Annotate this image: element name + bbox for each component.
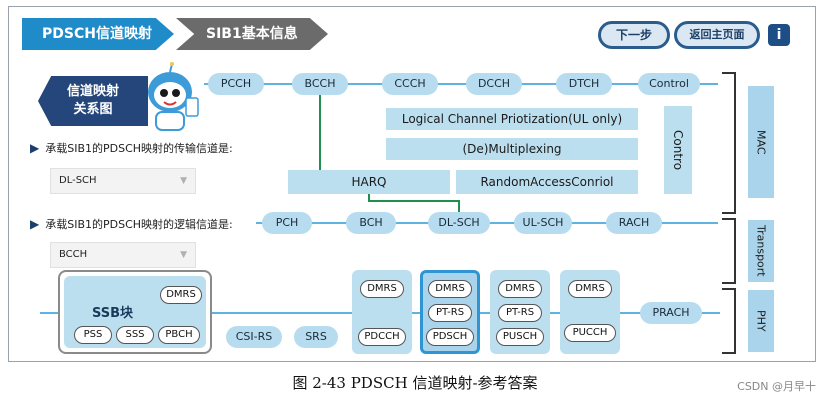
logical-channel-ccch: CCCH	[382, 73, 438, 95]
ssb-pbch-chip: PBCH	[158, 326, 200, 344]
pucch-dmrs-chip: DMRS	[568, 280, 612, 298]
badge-line-1: 信道映射	[66, 84, 119, 99]
transport-channel-select[interactable]: DL-SCH ▼	[50, 168, 196, 194]
transport-channel-rach: RACH	[606, 212, 662, 234]
layer-mac: MAC	[748, 86, 774, 198]
badge-line-2: 关系图	[73, 102, 113, 117]
logical-channel-pcch: PCCH	[208, 73, 264, 95]
transport-channel-value: DL-SCH	[59, 175, 97, 186]
question-transport-text: 承载SIB1的PDSCH映射的传输信道是:	[45, 142, 233, 155]
pusch-chip: PUSCH	[496, 328, 544, 346]
layer-phy: PHY	[748, 290, 774, 352]
chevron-down-icon: ▼	[180, 176, 187, 186]
logical-channel-bcch: BCCH	[292, 73, 348, 95]
arrow-right-icon: ▶	[30, 141, 40, 155]
random-access-control-box: RandomAccessConriol	[456, 170, 638, 194]
phy-bracket	[722, 288, 736, 354]
pdcch-chip: PDCCH	[358, 328, 406, 346]
question-transport-channel: ▶ 承载SIB1的PDSCH映射的传输信道是:	[30, 140, 233, 156]
logical-channel-value: BCCH	[59, 249, 88, 260]
pdsch-chip: PDSCH	[426, 328, 474, 346]
pdsch-ptrs-chip: PT-RS	[428, 304, 472, 322]
pdcch-dmrs-chip: DMRS	[360, 280, 404, 298]
mac-bracket	[722, 72, 736, 214]
pusch-dmrs-chip: DMRS	[498, 280, 542, 298]
logical-channel-prioritization-box: Logical Channel Priotization(UL only)	[386, 108, 638, 130]
arrow-right-icon: ▶	[30, 217, 40, 231]
dlsch-link-down	[458, 200, 460, 214]
tab-sib1-info[interactable]: SIB1基本信息	[176, 18, 328, 50]
transport-channel-dl-sch: DL-SCH	[428, 212, 490, 234]
watermark: CSDN @月早十	[737, 380, 816, 393]
logical-channel-bus	[204, 83, 718, 85]
question-logical-channel: ▶ 承载SIB1的PDSCH映射的逻辑信道是:	[30, 216, 233, 232]
harq-link-horizontal	[368, 200, 460, 202]
logical-channel-select[interactable]: BCCH ▼	[50, 242, 196, 268]
ssb-title: SSB块	[92, 306, 134, 321]
question-logical-text: 承载SIB1的PDSCH映射的逻辑信道是:	[45, 218, 233, 231]
transport-bracket	[722, 218, 736, 284]
demultiplexing-box: (De)Multiplexing	[386, 138, 638, 160]
robot-mascot-icon	[148, 62, 199, 131]
ssb-sss-chip: SSS	[116, 326, 154, 344]
chevron-down-icon: ▼	[180, 250, 187, 260]
logical-channel-dcch: DCCH	[466, 73, 522, 95]
phy-prach: PRACH	[640, 302, 702, 324]
tab-pdsch-mapping[interactable]: PDSCH信道映射	[22, 18, 174, 50]
bcch-mapping-line	[319, 95, 321, 171]
figure-caption: 图 2-43 PDSCH 信道映射-参考答案	[292, 374, 538, 392]
logical-channel-control: Control	[638, 73, 700, 95]
logical-channel-dtch: DTCH	[556, 73, 612, 95]
harq-box: HARQ	[288, 170, 450, 194]
ssb-pss-chip: PSS	[74, 326, 112, 344]
layer-transport: Transport	[748, 220, 774, 282]
harq-link-down	[368, 194, 370, 202]
transport-channel-pch: PCH	[262, 212, 312, 234]
pdsch-dmrs-chip: DMRS	[428, 280, 472, 298]
pucch-chip: PUCCH	[564, 324, 616, 342]
mapping-diagram-badge: 信道映射 关系图	[38, 76, 148, 126]
pusch-ptrs-chip: PT-RS	[498, 304, 542, 322]
phy-csi-rs: CSI-RS	[226, 326, 282, 348]
next-button[interactable]: 下一步	[598, 21, 670, 49]
transport-channel-ul-sch: UL-SCH	[514, 212, 572, 234]
info-icon[interactable]: i	[768, 24, 790, 46]
ssb-dmrs-chip: DMRS	[160, 286, 202, 304]
home-button[interactable]: 返回主页面	[674, 21, 760, 49]
phy-srs: SRS	[294, 326, 338, 348]
transport-channel-bch: BCH	[346, 212, 396, 234]
control-box: Contro	[664, 106, 692, 194]
